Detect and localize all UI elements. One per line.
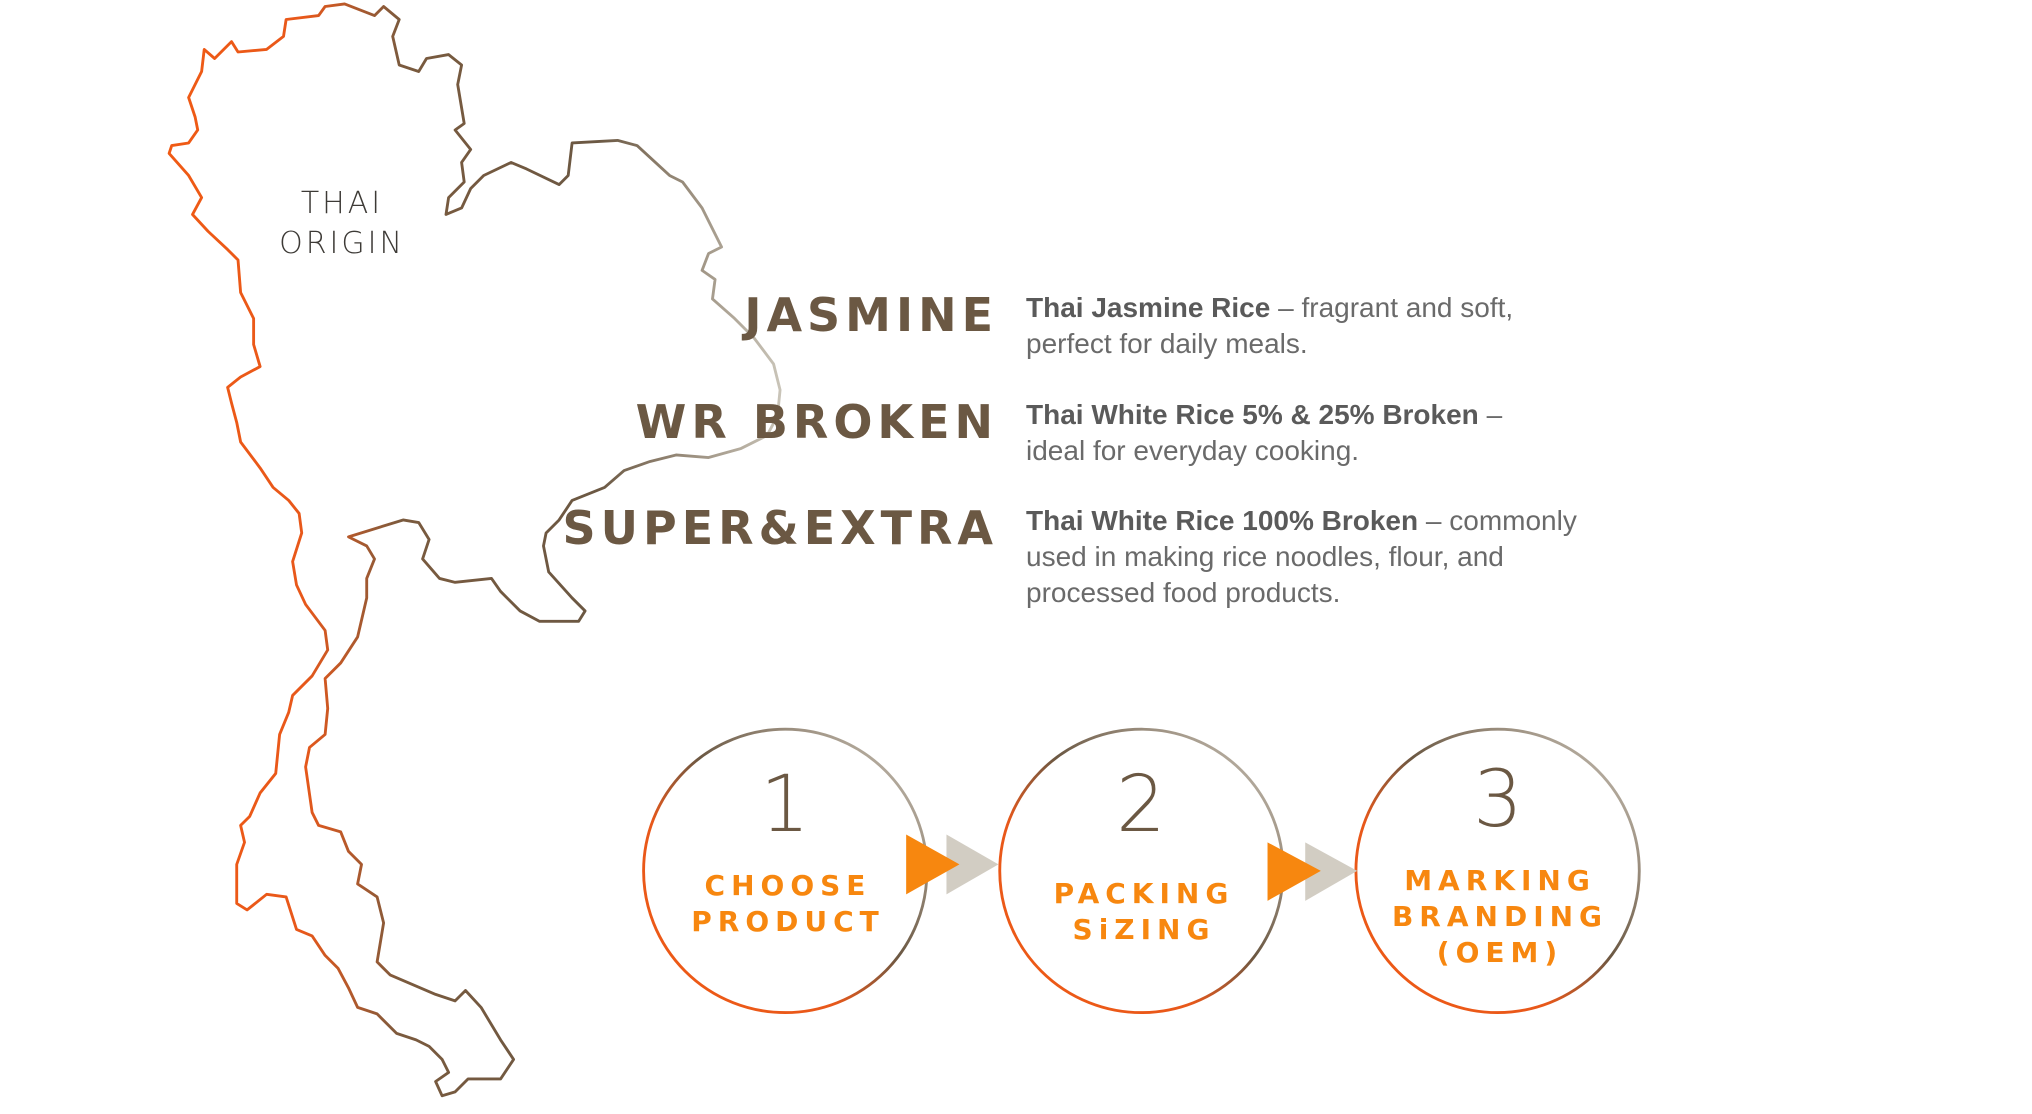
description-title: Thai White Rice 5% & 25% Broken bbox=[1026, 399, 1479, 430]
step-label-line: (OEM) bbox=[1436, 936, 1564, 969]
arrow-icon bbox=[906, 834, 999, 895]
step-number: 1 bbox=[760, 760, 810, 850]
product-name-wr-broken: WR BROKEN bbox=[635, 395, 998, 449]
map-label-line: THAI bbox=[300, 186, 384, 221]
step-number: 3 bbox=[1473, 755, 1523, 845]
step-label: PACKING SiZING bbox=[1014, 876, 1274, 948]
step-label-line: PRODUCT bbox=[691, 905, 885, 938]
product-description: Thai White Rice 5% & 25% Broken – ideal … bbox=[1026, 397, 1646, 469]
description-text: ideal for everyday cooking. bbox=[1026, 435, 1360, 466]
arrow-icon bbox=[1267, 842, 1358, 901]
step-label-line: BRANDING bbox=[1391, 900, 1609, 933]
step-label: MARKING BRANDING (OEM) bbox=[1370, 863, 1630, 971]
description-text: perfect for daily meals. bbox=[1026, 328, 1308, 359]
product-description: Thai Jasmine Rice – fragrant and soft, p… bbox=[1026, 290, 1646, 362]
thailand-map-outline bbox=[167, 2, 782, 1098]
step-label-line: MARKING bbox=[1404, 864, 1596, 897]
description-title: Thai White Rice 100% Broken bbox=[1026, 505, 1419, 536]
description-text: – fragrant and soft, bbox=[1270, 292, 1514, 323]
product-name-jasmine: JASMINE bbox=[744, 288, 998, 342]
description-text: used in making rice noodles, flour, and bbox=[1026, 541, 1504, 572]
product-description: Thai White Rice 100% Broken – commonly u… bbox=[1026, 503, 1646, 611]
description-text: processed food products. bbox=[1026, 577, 1341, 608]
description-text: – commonly bbox=[1418, 505, 1577, 536]
product-name-super-extra: SUPER&EXTRA bbox=[562, 501, 998, 555]
description-text: – bbox=[1478, 399, 1503, 430]
step-label-line: CHOOSE bbox=[704, 869, 872, 902]
step-number: 2 bbox=[1116, 760, 1166, 850]
step-label: CHOOSE PRODUCT bbox=[658, 868, 918, 940]
map-label: THAI ORIGIN bbox=[262, 184, 422, 264]
description-title: Thai Jasmine Rice bbox=[1026, 292, 1271, 323]
map-label-line: ORIGIN bbox=[279, 226, 405, 261]
step-label-line: PACKING bbox=[1053, 877, 1235, 910]
step-label-line: SiZING bbox=[1072, 913, 1216, 946]
